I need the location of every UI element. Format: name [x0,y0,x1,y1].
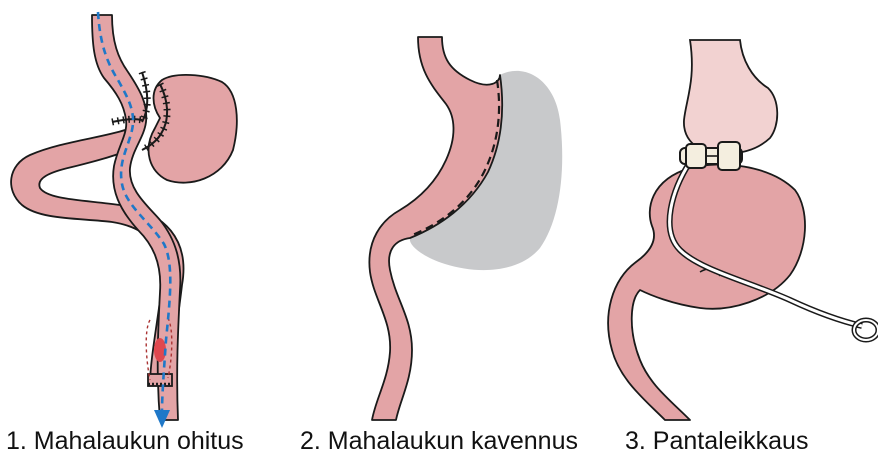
bypass-figure [11,12,237,428]
caption-gastric-bypass: 1. Mahalaukun ohitus [6,426,244,456]
sleeve-figure [369,37,562,420]
caption-gastric-band: 3. Pantaleikkaus [625,426,808,456]
band-figure [608,40,878,420]
upper-pouch [684,40,777,153]
caption-sleeve-gastrectomy: 2. Mahalaukun kavennus [300,426,578,456]
